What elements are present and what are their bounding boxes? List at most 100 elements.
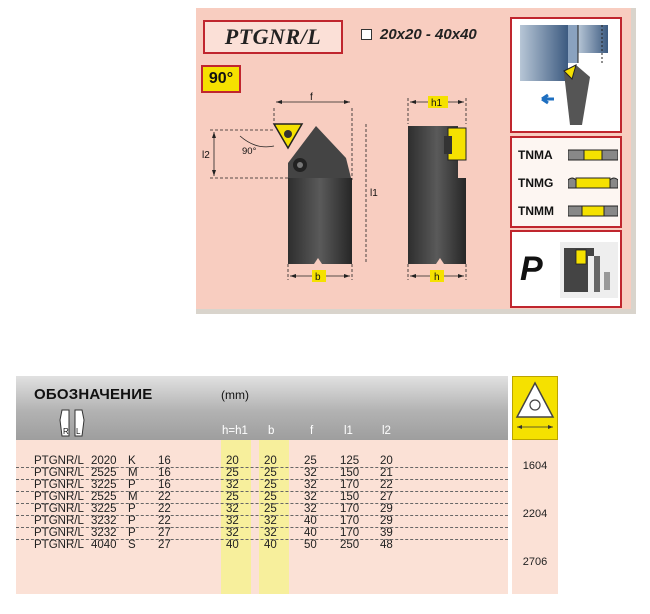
- col-header-h: h=h1: [222, 425, 248, 437]
- cell-l2: 39: [380, 527, 393, 539]
- cell-l1: 150: [340, 491, 360, 503]
- cell-f: 32: [304, 491, 317, 503]
- insert-row-tnma: TNMA: [518, 148, 618, 162]
- cell-code: PTGNR/L: [34, 515, 84, 527]
- front-view: [272, 123, 352, 264]
- side-view: [408, 126, 467, 264]
- cell-size: 2020: [91, 455, 117, 467]
- cell-l1: 170: [340, 527, 360, 539]
- size-range-text: 20x20 - 40x40: [380, 26, 477, 43]
- cell-ins: 22: [158, 503, 171, 515]
- cell-l1: 170: [340, 479, 360, 491]
- cell-size: 4040: [91, 539, 117, 551]
- designation-table: ОБОЗНАЧЕНИЕ (mm) R L h=h1 b f l1 l2 PTGN…: [16, 376, 508, 594]
- machining-icon: [520, 25, 608, 125]
- insert-profile-icon: [568, 177, 618, 189]
- col-header-l2: l2: [382, 425, 391, 437]
- clamping-system: P: [510, 230, 622, 308]
- col-header-l1: l1: [344, 425, 353, 437]
- cell-l1: 125: [340, 455, 360, 467]
- tool-title: PTGNR/L: [203, 20, 343, 54]
- right-hand-label: R: [63, 427, 69, 436]
- cell-size: 3232: [91, 515, 117, 527]
- cell-l2: 48: [380, 539, 393, 551]
- cell-ins: 16: [158, 479, 171, 491]
- cell-f: 32: [304, 503, 317, 515]
- right-left-hand-icon: R L: [59, 409, 85, 437]
- cell-code: PTGNR/L: [34, 479, 84, 491]
- insert-code-column: [512, 440, 558, 594]
- cell-l2: 21: [380, 467, 393, 479]
- cell-ins: 27: [158, 527, 171, 539]
- cell-ins: 22: [158, 515, 171, 527]
- machining-illustration: [510, 17, 622, 133]
- cell-size: 3225: [91, 479, 117, 491]
- cell-b: 25: [264, 503, 277, 515]
- cell-h: 25: [226, 467, 239, 479]
- cell-l1: 150: [340, 467, 360, 479]
- cell-ins: 27: [158, 539, 171, 551]
- cell-ins: 16: [158, 467, 171, 479]
- cell-len: P: [128, 479, 136, 491]
- insert-type-label: TNMA: [518, 148, 553, 162]
- cell-len: M: [128, 491, 138, 503]
- insert-profile-icon: [568, 149, 618, 161]
- col-header-f: f: [310, 425, 314, 437]
- unit-label: (mm): [221, 388, 249, 402]
- cell-len: M: [128, 467, 138, 479]
- left-hand-label: L: [76, 427, 81, 436]
- cell-f: 32: [304, 467, 317, 479]
- cell-b: 32: [264, 527, 277, 539]
- cell-h: 20: [226, 455, 239, 467]
- insert-shape-header: [512, 376, 558, 440]
- insert-type-label: TNMG: [518, 176, 554, 190]
- cell-h: 25: [226, 491, 239, 503]
- insert-code: 2204: [522, 508, 548, 520]
- cell-code: PTGNR/L: [34, 527, 84, 539]
- insert-code: 1604: [522, 460, 548, 472]
- cell-f: 50: [304, 539, 317, 551]
- angle-badge: 90°: [201, 65, 241, 93]
- dim-l2: l2: [202, 150, 210, 161]
- cell-l1: 170: [340, 503, 360, 515]
- cell-ins: 16: [158, 455, 171, 467]
- cell-l1: 250: [340, 539, 360, 551]
- lever-clamp-icon: [560, 242, 618, 298]
- cell-f: 25: [304, 455, 317, 467]
- size-range: 20x20 - 40x40: [361, 26, 477, 43]
- cell-l1: 170: [340, 515, 360, 527]
- cell-h: 32: [226, 515, 239, 527]
- cell-size: 3232: [91, 527, 117, 539]
- insert-profile-icon: [568, 205, 618, 217]
- dim-b: b: [315, 272, 321, 283]
- cell-h: 40: [226, 539, 239, 551]
- cell-code: PTGNR/L: [34, 467, 84, 479]
- cell-size: 3225: [91, 503, 117, 515]
- insert-types: TNMA TNMG TNMM: [510, 136, 622, 228]
- table-header: ОБОЗНАЧЕНИЕ (mm) R L h=h1 b f l1 l2: [16, 376, 508, 440]
- cell-len: K: [128, 455, 136, 467]
- cell-l2: 29: [380, 503, 393, 515]
- cell-b: 25: [264, 467, 277, 479]
- dim-angle: 90°: [242, 146, 257, 157]
- cell-size: 2525: [91, 467, 117, 479]
- cell-h: 32: [226, 503, 239, 515]
- cell-b: 40: [264, 539, 277, 551]
- cell-h: 32: [226, 527, 239, 539]
- dim-l1: l1: [370, 188, 378, 199]
- cell-f: 32: [304, 479, 317, 491]
- cell-l2: 29: [380, 515, 393, 527]
- cell-len: S: [128, 539, 136, 551]
- cell-l2: 27: [380, 491, 393, 503]
- cell-code: PTGNR/L: [34, 539, 84, 551]
- cell-len: P: [128, 527, 136, 539]
- cell-code: PTGNR/L: [34, 491, 84, 503]
